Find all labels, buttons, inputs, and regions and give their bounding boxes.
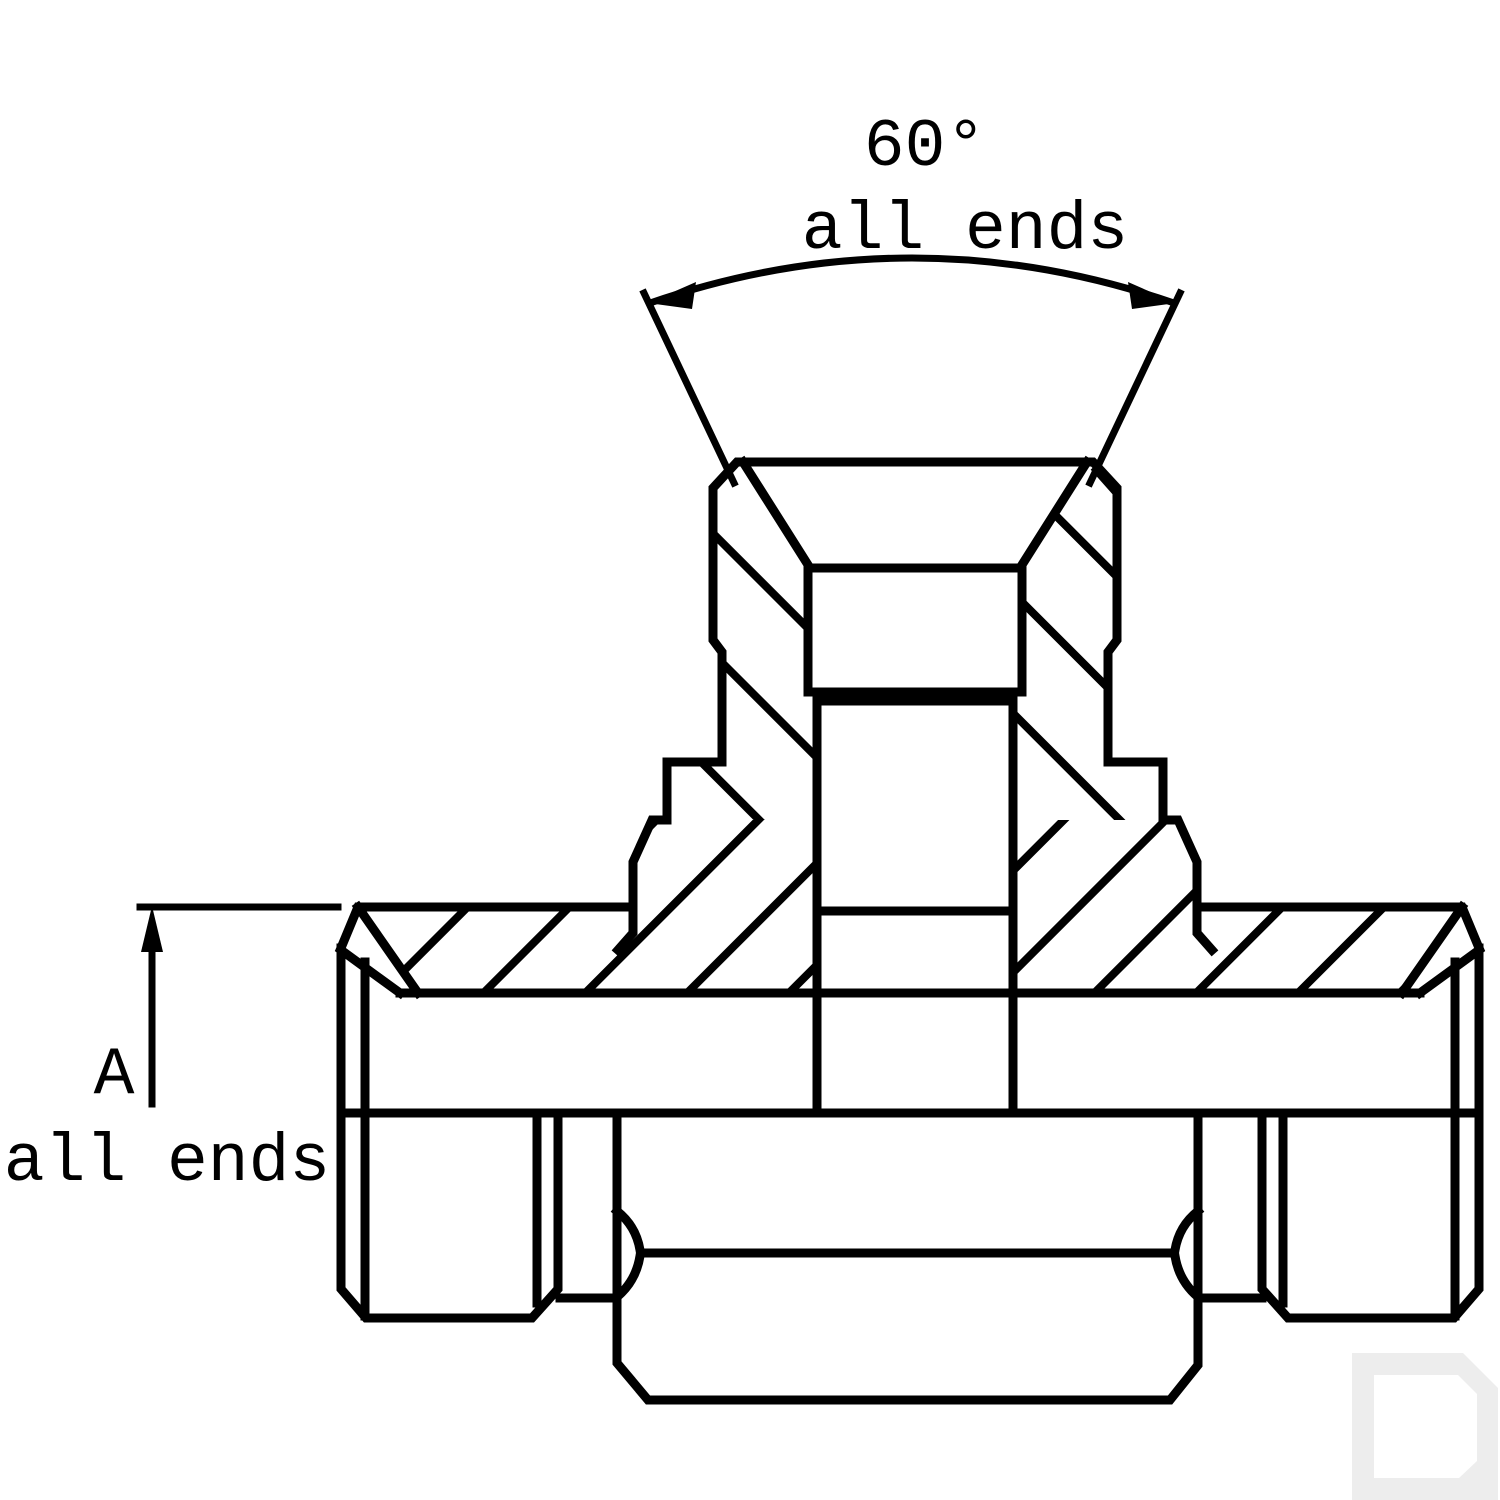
a-dimension <box>136 903 342 1108</box>
vertical-branch-port <box>611 455 1219 1118</box>
body-section-hatch-left <box>358 820 817 993</box>
watermark-d-logo <box>1352 1353 1498 1500</box>
cone-angle-note-label: all ends <box>802 192 1128 269</box>
sixty-degree-cone-edges <box>736 455 1094 575</box>
angle-extension-line-left <box>639 288 739 488</box>
cone-angle-label: 60° <box>864 109 986 186</box>
left-male-thread <box>336 943 622 1323</box>
left-thread-outline <box>336 943 563 1323</box>
angle-arrowhead-right <box>1128 282 1176 309</box>
a-arrowhead <box>141 906 163 952</box>
branch-thread-bore <box>803 563 1027 706</box>
dimension-a-note-label: all ends <box>4 1124 330 1201</box>
branch-outer-profile <box>611 457 1219 957</box>
watermark-inner-shape <box>1374 1375 1477 1478</box>
left-end-chamfer-cone <box>334 900 425 1000</box>
branch-section-hatch-right <box>1013 462 1163 820</box>
hex-outline <box>612 1108 1203 1405</box>
branch-chamfer-detail <box>1090 463 1120 495</box>
right-thread-outline <box>1257 943 1484 1323</box>
right-male-thread <box>1198 943 1484 1323</box>
angle-dimension <box>639 254 1185 488</box>
right-thread-detail-lines <box>1198 957 1460 1321</box>
section-hatching <box>358 462 1462 993</box>
drawing-labels: 60° all ends A all ends <box>4 109 1128 1201</box>
left-thread-detail-lines <box>360 957 622 1321</box>
center-hex <box>610 1108 1205 1405</box>
dimension-a-label: A <box>94 1037 135 1114</box>
angle-extension-line-right <box>1085 288 1185 488</box>
hex-chamfer-arcs <box>610 1204 1205 1304</box>
body-section-hatch-right <box>1013 820 1462 993</box>
angle-dimension-arc <box>645 254 1179 308</box>
branch-section-hatch-left <box>667 462 817 820</box>
right-end-chamfer-cone <box>1395 900 1486 1000</box>
angle-arrowhead-left <box>648 282 696 309</box>
horizontal-body <box>334 900 1486 1118</box>
